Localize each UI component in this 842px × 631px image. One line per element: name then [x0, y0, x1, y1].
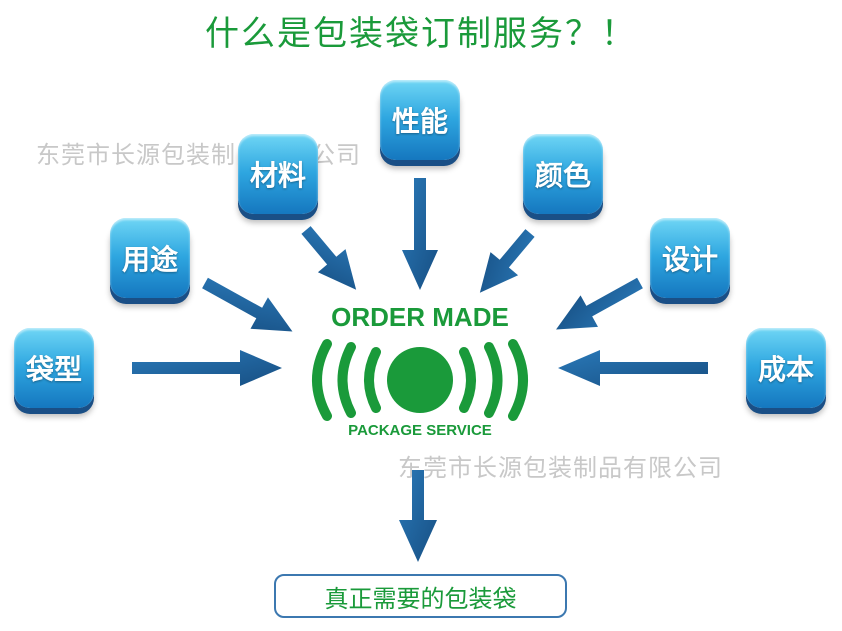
arrow-performance: [402, 178, 438, 290]
arrow-shape: [132, 350, 282, 386]
center-subtitle: PACKAGE SERVICE: [348, 422, 492, 439]
signal-emblem-icon: [312, 339, 528, 421]
factor-tile-design: 设计: [650, 218, 730, 298]
factor-label: 性能: [391, 105, 448, 138]
factor-label: 袋型: [25, 353, 82, 386]
arrow-cost: [558, 350, 708, 386]
arrow-material: [301, 226, 357, 290]
factor-tile-shape: 袋型: [14, 328, 94, 408]
factor-tile-color: 颜色: [523, 134, 603, 214]
arrow-color: [479, 229, 535, 293]
factor-tile-cost: 成本: [746, 328, 826, 408]
factor-tile-performance: 性能: [380, 80, 460, 160]
arrow-design: [556, 277, 643, 330]
arrow-usage: [202, 277, 293, 332]
factor-tile-usage: 用途: [110, 218, 190, 298]
page-title: 什么是包装袋订制服务？！: [205, 14, 637, 54]
factor-label: 颜色: [534, 159, 591, 192]
factor-label: 成本: [757, 353, 814, 386]
center-title: ORDER MADE: [331, 302, 509, 332]
factor-tile-material: 材料: [238, 134, 318, 214]
result-box: 真正需要的包装袋: [274, 574, 567, 618]
watermark-bottom: 东莞市长源包装制品有限公司: [398, 454, 723, 482]
factor-label: 用途: [121, 243, 178, 276]
factor-label: 材料: [249, 159, 306, 192]
factor-label: 设计: [661, 243, 718, 276]
arrow-result: [399, 470, 437, 562]
